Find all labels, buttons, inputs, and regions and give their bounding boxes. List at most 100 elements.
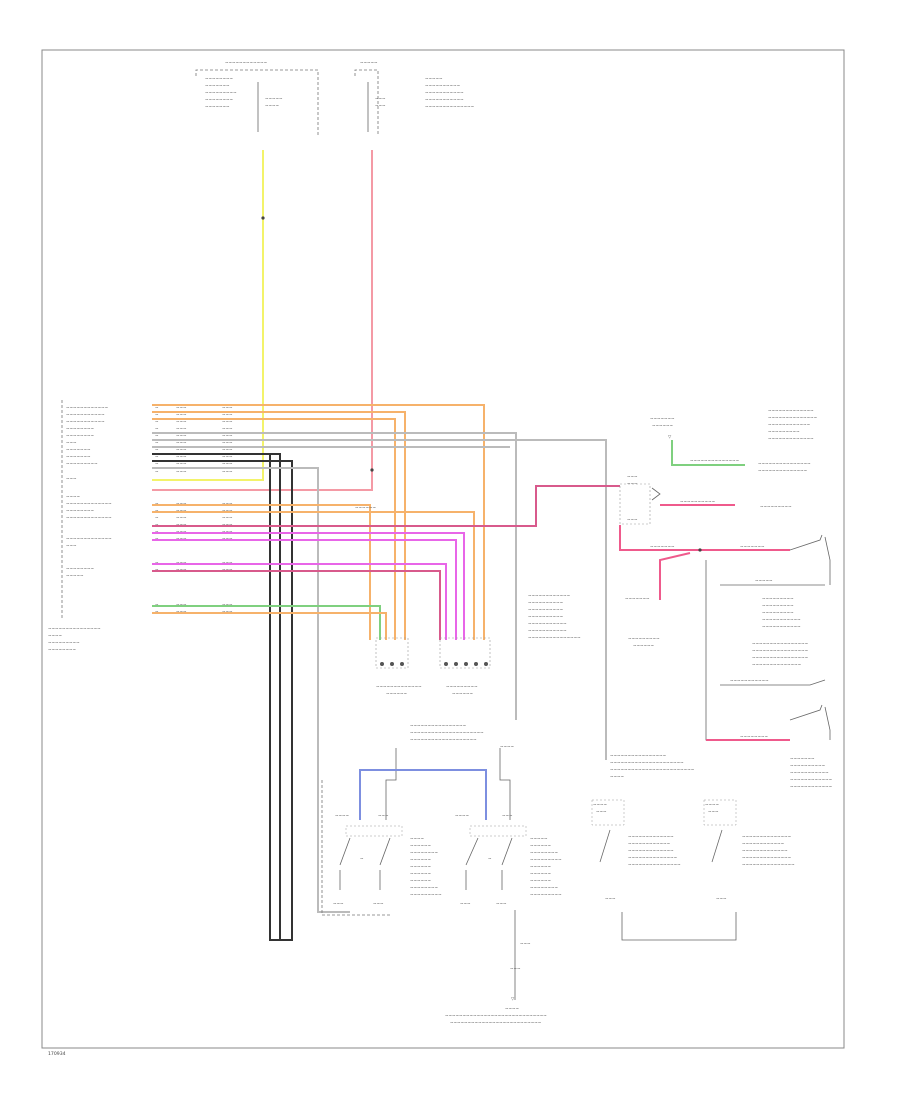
svg-text:~~~~~~~~~~~~~~~~~~~: ~~~~~~~~~~~~~~~~~~~ — [410, 737, 477, 742]
svg-text:~: ~ — [155, 447, 159, 452]
svg-text:~~~~~~~~~~: ~~~~~~~~~~ — [528, 614, 564, 619]
svg-text:~~~~~~~~~~~~~~~~: ~~~~~~~~~~~~~~~~ — [610, 753, 667, 758]
svg-text:~~~~~~~~~~~~~: ~~~~~~~~~~~~~ — [768, 436, 814, 441]
svg-text:~~~~~~~~~~~~~~~~~~~~~: ~~~~~~~~~~~~~~~~~~~~~ — [610, 760, 684, 765]
splice-icon — [261, 216, 265, 220]
svg-text:~~~~~~~~~~~~: ~~~~~~~~~~~~ — [225, 60, 268, 65]
svg-text:~~~~~~~~~~~: ~~~~~~~~~~~ — [425, 90, 464, 95]
svg-text:~~~~: ~~~~ — [335, 813, 350, 818]
svg-text:~~~: ~~~ — [596, 809, 607, 814]
gray-wire-5 — [385, 748, 397, 820]
svg-text:~~~: ~~~ — [222, 433, 233, 438]
svg-text:~~~~: ~~~~ — [48, 633, 63, 638]
svg-text:~~~: ~~~ — [176, 508, 187, 513]
svg-text:~~~~~~~~~: ~~~~~~~~~ — [768, 429, 800, 434]
svg-text:~~~~~~: ~~~~~~ — [386, 691, 408, 696]
pink-wire-1 — [152, 485, 620, 527]
svg-text:~: ~ — [488, 856, 492, 861]
diagram-id: 170934 — [48, 1051, 66, 1057]
svg-text:~~~: ~~~ — [176, 560, 187, 565]
svg-text:~~~~~~~~~~~~~~~~~~~~~~~~~~: ~~~~~~~~~~~~~~~~~~~~~~~~~~ — [450, 1020, 542, 1025]
svg-text:~: ~ — [155, 419, 159, 424]
right-relay-block: ~~~~~~~ ~~~~~~ ▽ ~~~~~~~~~~~~~~ ~~~~~~~~… — [619, 408, 833, 789]
svg-text:~~~: ~~~ — [373, 901, 384, 906]
svg-text:~~~~~~~~~~~~: ~~~~~~~~~~~~ — [742, 841, 785, 846]
gray-wire-6 — [499, 748, 511, 820]
svg-text:~~~~~~~~~~~~~~: ~~~~~~~~~~~~~~ — [768, 415, 818, 420]
svg-text:~~~~~~~: ~~~~~~~ — [790, 756, 815, 761]
svg-text:~: ~ — [155, 454, 159, 459]
orange-wire-5 — [152, 511, 475, 640]
top-fuse-left: ~~~~~~~~~~~~ ~~~~~~~~ ~~~~~~~ ~~~~~~~~~ … — [195, 60, 319, 135]
svg-text:~~~~~~~~~: ~~~~~~~~~ — [762, 610, 794, 615]
svg-text:~~~~~~~~~: ~~~~~~~~~ — [530, 892, 562, 897]
switch-icon — [789, 534, 823, 551]
svg-text:~: ~ — [155, 560, 159, 565]
harness-labels: ~~~~~~~~~~~~~~~~ ~~~~~~~~~~~~~~~~~~~~~ ~… — [410, 723, 695, 779]
svg-text:~~~~~~~~~: ~~~~~~~~~ — [410, 892, 442, 897]
svg-text:~~~~~~~~~: ~~~~~~~~~ — [66, 461, 98, 466]
svg-text:~~~~~~~~~: ~~~~~~~~~ — [48, 640, 80, 645]
connector-icon: ~~~~~~~~~~~~~ ~~~~~~ — [375, 637, 422, 696]
svg-text:~~~~~~~~: ~~~~~~~~ — [530, 850, 559, 855]
svg-text:~~~~~~~~~~~~~~~: ~~~~~~~~~~~~~~~ — [628, 862, 681, 867]
svg-text:~: ~ — [155, 522, 159, 527]
gray-wire-1 — [152, 432, 517, 720]
svg-text:~: ~ — [155, 529, 159, 534]
svg-text:~~~: ~~~ — [176, 433, 187, 438]
svg-text:~~~~~~~: ~~~~~~~ — [650, 416, 675, 421]
svg-text:~~~: ~~~ — [222, 515, 233, 520]
svg-text:~~~: ~~~ — [222, 419, 233, 424]
diagram-frame — [41, 49, 845, 1049]
svg-text:~~~: ~~~ — [222, 536, 233, 541]
green-wire-1 — [152, 605, 381, 640]
pin-labels: ~~~~~~~ ~~~~~~~ ~~~~~~~ ~~~~~~~ ~~~~~~~ … — [155, 405, 233, 614]
svg-text:~~~~~~~: ~~~~~~~ — [66, 447, 91, 452]
svg-text:~~~: ~~~ — [176, 609, 187, 614]
svg-text:~~~~~~~~: ~~~~~~~~ — [66, 433, 95, 438]
svg-text:~~~~~: ~~~~~ — [530, 836, 548, 841]
svg-text:~~~: ~~~ — [222, 447, 233, 452]
svg-text:~~~~~~~~: ~~~~~~~~ — [66, 508, 95, 513]
svg-text:~~~: ~~~ — [222, 405, 233, 410]
svg-text:~~~~~~~~~~~: ~~~~~~~~~~~ — [762, 624, 801, 629]
svg-text:~~~~~~~~~~~: ~~~~~~~~~~~ — [66, 412, 105, 417]
svg-text:~~~: ~~~ — [176, 461, 187, 466]
svg-text:~~~: ~~~ — [176, 515, 187, 520]
orange-wire-4 — [152, 504, 371, 640]
svg-text:~~~~~~: ~~~~~~ — [652, 423, 674, 428]
svg-text:~: ~ — [155, 536, 159, 541]
svg-text:~~~~~~~~~~~~~: ~~~~~~~~~~~~~ — [768, 408, 814, 413]
svg-text:~~~: ~~~ — [176, 602, 187, 607]
svg-text:~~~~~~~~~~: ~~~~~~~~~~ — [790, 763, 826, 768]
magenta-wire-3 — [152, 563, 447, 640]
switch-icon: ~~~~ ~~~ ~ ~~~ ~~~ ~~~~ ~~~~~~ ~~~~~~~~ … — [333, 813, 442, 906]
svg-text:~~~~~~~~~~~~: ~~~~~~~~~~~~ — [790, 784, 833, 789]
svg-text:~~~~: ~~~~ — [705, 802, 720, 807]
magenta-wire-1 — [152, 532, 465, 640]
svg-text:~~~~: ~~~~ — [610, 774, 625, 779]
svg-text:~~~: ~~~ — [605, 896, 616, 901]
svg-text:~~~~~~~~: ~~~~~~~~ — [410, 850, 439, 855]
svg-text:~~~~~: ~~~~~ — [66, 573, 84, 578]
svg-text:~~~~~~~~~~~: ~~~~~~~~~~~ — [528, 621, 567, 626]
svg-text:~~~~~~~~~~~~~~~: ~~~~~~~~~~~~~~~ — [742, 862, 795, 867]
svg-text:~~~~~~~~~~~~~: ~~~~~~~~~~~~~ — [628, 848, 674, 853]
svg-text:~~~~~~~~~~~~~~~: ~~~~~~~~~~~~~~~ — [758, 461, 811, 466]
svg-text:~~~: ~~~ — [333, 901, 344, 906]
svg-text:~~~: ~~~ — [222, 461, 233, 466]
svg-text:~~~~~~~~~~~~~~~~: ~~~~~~~~~~~~~~~~ — [752, 641, 809, 646]
svg-text:~~~~~~~~~~~~~~: ~~~~~~~~~~~~~~ — [742, 855, 792, 860]
svg-text:~~~: ~~~ — [176, 419, 187, 424]
svg-text:~~~~~~~~: ~~~~~~~~ — [205, 76, 234, 81]
ground-icon: ▽ — [511, 996, 515, 1001]
svg-text:~~~~~~~~~~~~~: ~~~~~~~~~~~~~ — [66, 501, 112, 506]
svg-text:~~~: ~~~ — [375, 96, 386, 101]
svg-text:~~~~~~~~~~~~~~: ~~~~~~~~~~~~~~ — [758, 468, 808, 473]
svg-text:~~~~~~~: ~~~~~~~ — [205, 83, 230, 88]
svg-text:~~~~~~~: ~~~~~~~ — [740, 544, 765, 549]
svg-text:~~~~~~~~~~~: ~~~~~~~~~~~ — [790, 770, 829, 775]
svg-text:~~~: ~~~ — [627, 481, 638, 486]
svg-text:~~~: ~~~ — [176, 536, 187, 541]
svg-text:~~~~~~: ~~~~~~ — [410, 857, 432, 862]
